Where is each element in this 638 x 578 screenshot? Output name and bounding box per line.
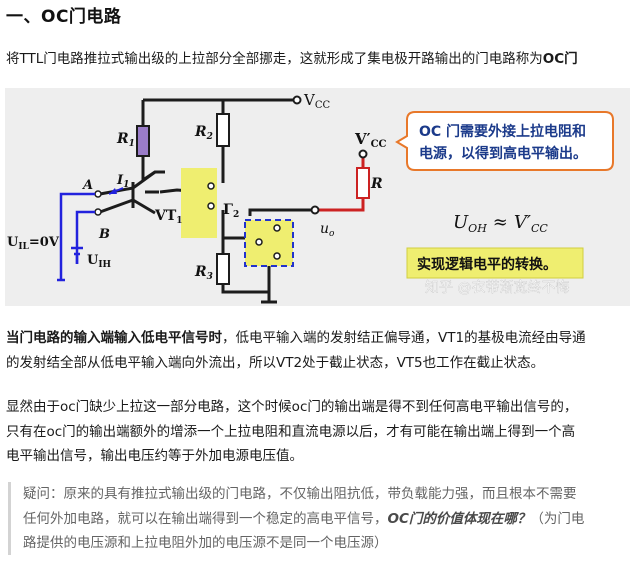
r3-resistor bbox=[216, 253, 230, 285]
input-b-label: B bbox=[98, 227, 110, 242]
intro-bold-term: OC门 bbox=[542, 51, 578, 67]
r1-label: R1 bbox=[116, 131, 135, 149]
input-b-terminal bbox=[94, 208, 102, 216]
para1-rest: ，低电平输入端的发射结正偏导通，VT1的基极电流经由导通 bbox=[222, 330, 586, 346]
r2-label: R2 bbox=[194, 124, 213, 142]
vcc-prime-terminal bbox=[358, 149, 368, 159]
pullup-resistor bbox=[356, 167, 370, 199]
para1-line2: 的发射结全部从低电平输入端向外流出，所以VT2处于截止状态，VT5也工作在截止状… bbox=[6, 354, 545, 371]
para2-line1: 显然由于oc门缺少上拉这一部分电路，这个时候oc门的输出端是得不到任何高电平输出… bbox=[6, 399, 578, 415]
input-wires bbox=[57, 192, 95, 282]
r2-resistor bbox=[216, 113, 230, 147]
circuit-figure: VCC R1 R2 Γ2 R3 uo R V′C bbox=[5, 88, 630, 306]
intro-paragraph: 将TTL门电路推拉式输出级的上拉部分全部挪走，这就形成了集电极开路输出的门电路称… bbox=[6, 47, 578, 67]
paragraph-low-input: 当门电路的输入端输入低电平信号时，低电平输入端的发射结正偏导通，VT1的基极电流… bbox=[6, 326, 632, 375]
input-a-label: A bbox=[81, 178, 93, 193]
r1-resistor bbox=[136, 125, 150, 157]
circuit-diagram: VCC R1 R2 Γ2 R3 uo R V′C bbox=[7, 91, 614, 304]
quote-line2-bold: OC门的价值体现在哪？ bbox=[387, 510, 531, 527]
quote-line2-tail: （为门电 bbox=[530, 510, 585, 527]
para2-line2: 只有在oc门的输出端额外的增添一个上拉电阻和直流电源以后，才有可能在输出端上得到… bbox=[6, 423, 576, 440]
r3-label: R3 bbox=[194, 264, 213, 282]
vcc-prime-label: V′CC bbox=[354, 130, 387, 150]
vcc-label: VCC bbox=[303, 91, 330, 111]
callout-top-line2: 电源，以得到高电平输出。 bbox=[419, 145, 587, 162]
output-stage-dashed-box bbox=[244, 219, 294, 267]
callout-bottom bbox=[406, 247, 584, 279]
formula: UOH≈V′CC bbox=[453, 212, 548, 235]
watermark: 知乎 @衣带渐宽终不悔 bbox=[425, 279, 569, 296]
para1-bold: 当门电路的输入端输入低电平信号时 bbox=[6, 330, 222, 346]
uo-label: uo bbox=[320, 221, 335, 239]
vt1-label: VT1 bbox=[154, 208, 183, 226]
uo-terminal bbox=[310, 205, 320, 215]
i1-label: I1 bbox=[116, 173, 129, 190]
input-a-terminal bbox=[94, 190, 102, 198]
callout-bottom-text: 实现逻辑电平的转换。 bbox=[417, 256, 557, 273]
callout-top: OC 门需要外接上拉电阻和 电源，以得到高电平输出。 bbox=[395, 111, 614, 171]
question-blockquote: 疑问：原来的具有推拉式输出级的门电路，不仅输出阻抗低，带负载能力强，而且根本不需… bbox=[8, 482, 628, 555]
intro-text: 将TTL门电路推拉式输出级的上拉部分全部挪走，这就形成了集电极开路输出的门电路称… bbox=[6, 51, 543, 67]
vcc-terminal bbox=[292, 95, 302, 105]
output-wire bbox=[315, 158, 365, 212]
callout-top-line1: OC 门需要外接上拉电阻和 bbox=[419, 123, 586, 140]
para2-line3: 电平输出信号，输出电压约等于外加电源电压值。 bbox=[6, 448, 303, 464]
gamma2-label: Γ2 bbox=[223, 202, 239, 220]
uil-label: UIL=0V bbox=[7, 235, 60, 252]
quote-line2-plain: 任何外加电路，就可以在输出端得到一个稳定的高电平信号， bbox=[23, 510, 388, 527]
quote-line1: 疑问：原来的具有推拉式输出级的门电路，不仅输出阻抗低，带负载能力强，而且根本不需… bbox=[23, 486, 577, 502]
uih-label: UIH bbox=[87, 253, 112, 270]
section-heading: 一、OC门电路 bbox=[6, 7, 122, 27]
pullup-resistor-label: R bbox=[370, 176, 383, 192]
paragraph-oc-output: 显然由于oc门缺少上拉这一部分电路，这个时候oc门的输出端是得不到任何高电平输出… bbox=[6, 395, 632, 469]
quote-line3: 路提供的电压源和上拉电阻外加的电压源不是同一个电压源） bbox=[23, 535, 388, 551]
